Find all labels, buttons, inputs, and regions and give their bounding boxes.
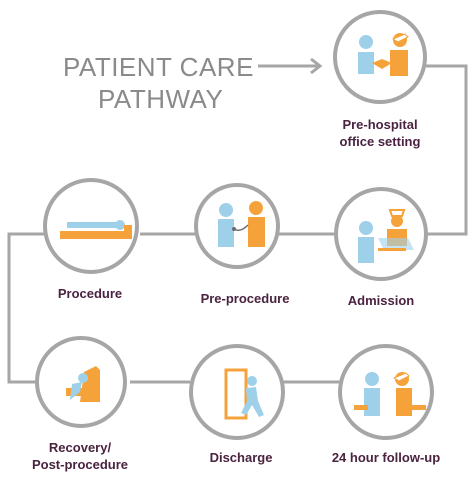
step-label-follow-up: 24 hour follow-up — [331, 450, 441, 465]
nurse-desk-icon — [358, 209, 414, 263]
step-circle-pre-hospital — [333, 10, 427, 104]
exit-door-icon — [224, 368, 264, 420]
step-circle-follow-up — [338, 344, 434, 440]
step-circle-admission — [334, 187, 428, 281]
step-label-admission: Admission — [347, 293, 415, 308]
connector-procedure-to-recovery — [7, 232, 44, 384]
connector-lines — [7, 57, 468, 384]
step-label-recovery: Recovery/ Post-procedure — [31, 440, 129, 472]
step-label-pre-hospital: Pre-hospital office setting — [339, 117, 421, 149]
step-label-discharge: Discharge — [209, 450, 273, 465]
step-circle-discharge — [189, 344, 285, 440]
recovery-chair-icon — [66, 366, 100, 402]
follow-up-visit-icon — [354, 372, 426, 416]
page-title-line1: PATIENT CARE — [63, 52, 254, 82]
connector-pre-hospital-to-admission — [426, 64, 468, 236]
step-circle-pre-procedure — [194, 183, 280, 269]
handshake-icon — [358, 33, 409, 76]
doctor-exam-icon — [218, 201, 265, 247]
title-arrow-head — [310, 57, 323, 75]
page-title-line2: PATHWAY — [98, 84, 224, 114]
step-label-procedure: Procedure — [57, 286, 123, 301]
step-label-pre-procedure: Pre-procedure — [200, 291, 290, 306]
patient-bed-icon — [60, 220, 132, 239]
